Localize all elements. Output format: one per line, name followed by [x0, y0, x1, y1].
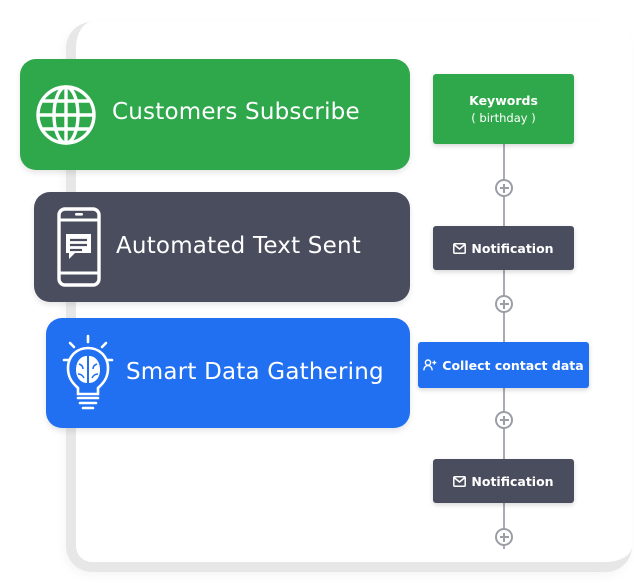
lightbulb-brain-icon [62, 334, 114, 410]
envelope-icon [453, 475, 467, 487]
automated-text-sent-card: Automated Text Sent [34, 192, 410, 302]
smart-data-gathering-label: Smart Data Gathering [126, 359, 384, 385]
notification-label: Notification [471, 473, 554, 489]
globe-icon [36, 85, 96, 145]
envelope-icon [453, 242, 467, 254]
add-step-button[interactable] [495, 295, 513, 313]
keywords-subtitle: ( birthday ) [471, 111, 536, 125]
add-step-button[interactable] [495, 528, 513, 546]
notification-node[interactable]: Notification [433, 226, 574, 270]
keywords-title: Keywords [469, 93, 538, 108]
user-plus-icon [423, 359, 437, 371]
smartphone-message-icon [57, 207, 101, 287]
collect-contact-data-node[interactable]: Collect contact data [418, 342, 589, 388]
add-step-button[interactable] [495, 179, 513, 197]
automated-text-sent-label: Automated Text Sent [116, 233, 361, 259]
add-step-button[interactable] [495, 411, 513, 429]
keywords-node[interactable]: Keywords ( birthday ) [433, 74, 574, 144]
customers-subscribe-card: Customers Subscribe [20, 59, 410, 170]
collect-contact-data-label: Collect contact data [442, 357, 584, 373]
notification-node[interactable]: Notification [433, 459, 574, 503]
customers-subscribe-label: Customers Subscribe [112, 99, 360, 125]
notification-label: Notification [471, 240, 554, 256]
smart-data-gathering-card: Smart Data Gathering [46, 318, 410, 428]
